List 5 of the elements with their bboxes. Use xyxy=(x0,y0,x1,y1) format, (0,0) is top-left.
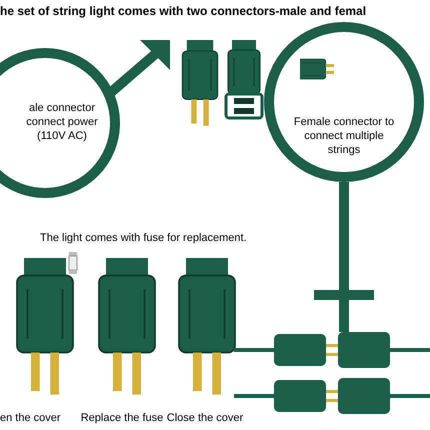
caption: The light comes with fuse for replacement. xyxy=(40,231,248,246)
title: he set of string light comes with two connectors-male and femal xyxy=(0,3,366,20)
connector-caption: Female connector to connect multiple strings xyxy=(292,116,396,158)
caption: en the cover xyxy=(0,411,62,426)
connector-caption: ale connector connect power (110V AC) xyxy=(25,102,99,144)
